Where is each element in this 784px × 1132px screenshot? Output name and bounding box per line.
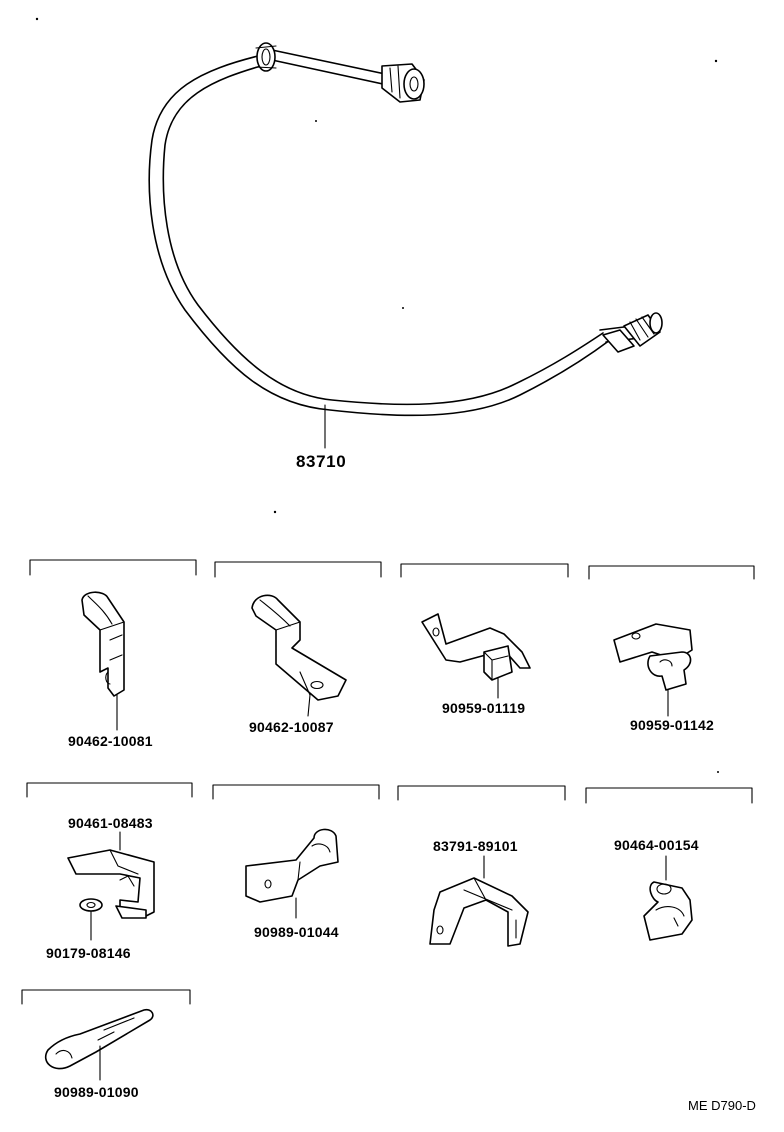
part-number-90989-01044[interactable]: 90989-01044 bbox=[254, 924, 339, 940]
bracket-83791-89101 bbox=[429, 855, 529, 947]
section-brackets bbox=[21, 559, 755, 1005]
transmission-end-fitting bbox=[599, 312, 663, 353]
clamp-90989-01044 bbox=[245, 828, 339, 919]
cable-grommet bbox=[255, 42, 277, 72]
part-number-90464-00154[interactable]: 90464-00154 bbox=[614, 837, 699, 853]
clamp-90959-01119 bbox=[421, 613, 531, 699]
nut-90179-08146 bbox=[79, 898, 103, 941]
part-number-90461-08483[interactable]: 90461-08483 bbox=[68, 815, 153, 831]
speedometer-cable bbox=[148, 42, 663, 449]
clamp-90989-01090 bbox=[45, 1008, 154, 1081]
part-number-83791-89101[interactable]: 83791-89101 bbox=[433, 838, 518, 854]
clamp-90461-08483 bbox=[67, 831, 155, 919]
part-number-90462-10081[interactable]: 90462-10081 bbox=[68, 733, 153, 749]
part-number-90462-10087[interactable]: 90462-10087 bbox=[249, 719, 334, 735]
part-number-83710[interactable]: 83710 bbox=[296, 452, 347, 471]
clamp-90462-10081 bbox=[81, 591, 125, 731]
part-number-90989-01090[interactable]: 90989-01090 bbox=[54, 1084, 139, 1100]
meter-end-fitting bbox=[381, 63, 425, 103]
diagram-code: ME D790-D bbox=[688, 1098, 756, 1113]
part-number-90179-08146[interactable]: 90179-08146 bbox=[46, 945, 131, 961]
clamp-90462-10087 bbox=[251, 594, 347, 717]
part-number-90959-01142[interactable]: 90959-01142 bbox=[630, 717, 714, 733]
scan-specks bbox=[35, 17, 719, 773]
clamp-90959-01142 bbox=[613, 623, 693, 717]
clamp-90464-00154 bbox=[643, 855, 693, 941]
part-number-90959-01119[interactable]: 90959-01119 bbox=[442, 700, 526, 716]
